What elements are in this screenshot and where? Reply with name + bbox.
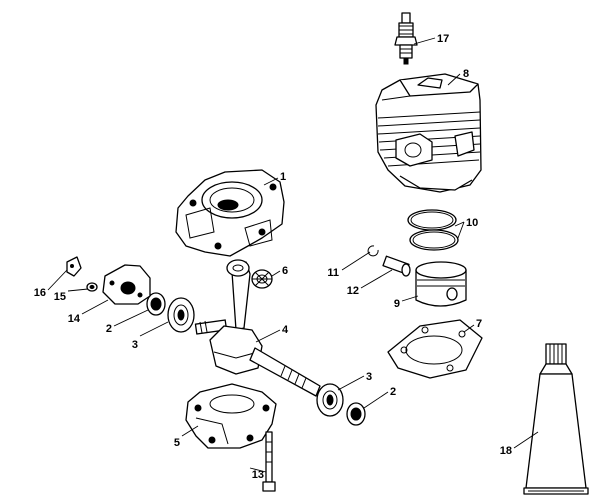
callout-labels: 17 8 1 10 6 11 12 9 7 4 16 15 14 2 3 3 2… [34,33,512,481]
callout-6: 6 [282,265,288,277]
grease-tube [523,343,589,495]
switch-terminal [66,256,82,277]
callout-11: 11 [327,267,339,279]
oil-seal-right [346,402,366,426]
spark-plug [394,12,418,65]
piston-rings [407,209,459,251]
callout-2-right: 2 [390,386,396,398]
callout-10: 10 [466,217,478,229]
callout-18: 18 [500,445,512,457]
piston [415,261,467,307]
circlip [367,245,379,257]
cylinder-gasket [387,319,483,379]
crankcase-half-upper [175,169,285,257]
callout-2-left: 2 [106,323,112,335]
callout-3-left: 3 [132,339,138,351]
callout-5: 5 [174,437,180,449]
callout-3-right: 3 [366,371,372,383]
washer [86,282,98,292]
callout-8: 8 [463,68,469,80]
screw [262,431,276,492]
needle-bearing [251,269,273,289]
callout-15: 15 [54,291,66,303]
callout-7: 7 [476,318,482,330]
callout-9: 9 [394,298,400,310]
crankcase-half-lower [185,383,277,449]
callout-4: 4 [282,324,289,336]
ball-bearing-right [316,383,344,417]
callout-17: 17 [437,33,449,45]
callout-16: 16 [34,287,46,299]
ignition-module [102,264,151,305]
cylinder [375,73,482,193]
callout-1: 1 [280,171,286,183]
crankshaft [194,259,321,397]
callout-12: 12 [347,285,359,297]
callout-13: 13 [252,469,264,481]
ball-bearing-left [167,297,195,333]
callout-14: 14 [68,313,81,325]
leader-lines [47,37,539,473]
piston-pin [382,255,411,277]
oil-seal-left [146,292,166,316]
